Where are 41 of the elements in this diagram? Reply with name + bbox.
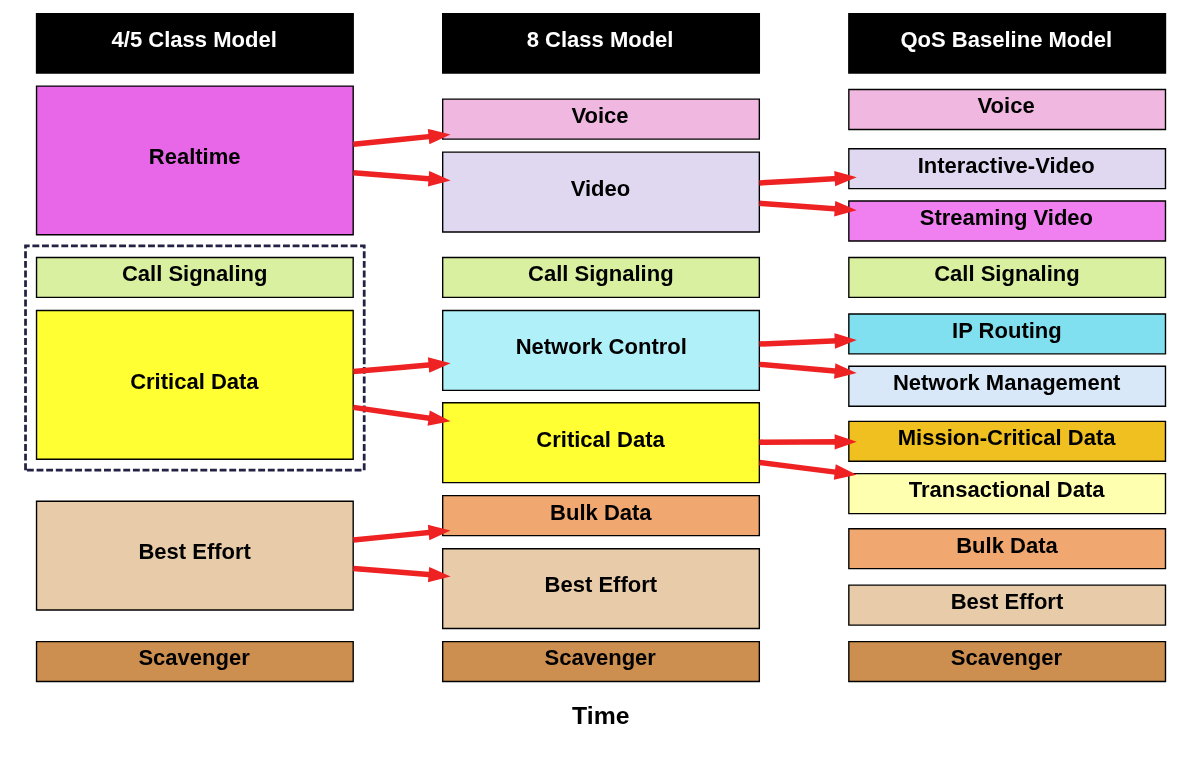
node-box: Mission-Critical Data — [848, 420, 1167, 462]
arrow — [353, 357, 451, 375]
node-box: 4/5 Class Model — [35, 13, 354, 74]
node-box: Scavenger — [848, 640, 1167, 683]
arrow — [759, 170, 857, 187]
arrow — [759, 459, 857, 480]
cluster — [24, 244, 366, 472]
arrow — [352, 404, 451, 426]
node-box: 8 Class Model — [442, 13, 761, 74]
node-box: Critical Data — [35, 309, 354, 460]
node-box: Bulk Data — [442, 495, 761, 537]
arrow — [353, 128, 451, 148]
node-box: Scavenger — [442, 640, 761, 683]
node-box: Transactional Data — [848, 472, 1167, 515]
node-box: Realtime — [35, 85, 354, 236]
arrow — [759, 333, 857, 349]
arrow — [353, 170, 451, 187]
node-box: Critical Data — [442, 402, 761, 484]
node-box: Streaming Video — [848, 200, 1167, 242]
node-box: Voice — [442, 98, 761, 140]
node-box: QoS Baseline Model — [848, 13, 1167, 74]
node-box: Video — [442, 151, 761, 233]
arrow — [353, 524, 451, 543]
arrow — [759, 361, 857, 379]
node-box: Network Management — [848, 365, 1167, 407]
arrow — [759, 434, 857, 450]
node-box: Scavenger — [35, 640, 354, 683]
arrow — [759, 200, 857, 217]
node-box: Best Effort — [442, 548, 761, 630]
node-box: Interactive-Video — [848, 148, 1167, 190]
label: Time — [572, 702, 630, 730]
node-box: Call Signaling — [442, 256, 761, 299]
arrow — [353, 565, 451, 583]
node-box: IP Routing — [848, 313, 1167, 355]
node-box: Voice — [848, 88, 1167, 131]
node-box: Call Signaling — [35, 256, 354, 299]
node-box: Best Effort — [35, 500, 354, 611]
node-box: Bulk Data — [848, 528, 1167, 570]
node-box: Network Control — [442, 309, 761, 392]
node-box: Call Signaling — [848, 256, 1167, 299]
node-box: Best Effort — [848, 584, 1167, 626]
